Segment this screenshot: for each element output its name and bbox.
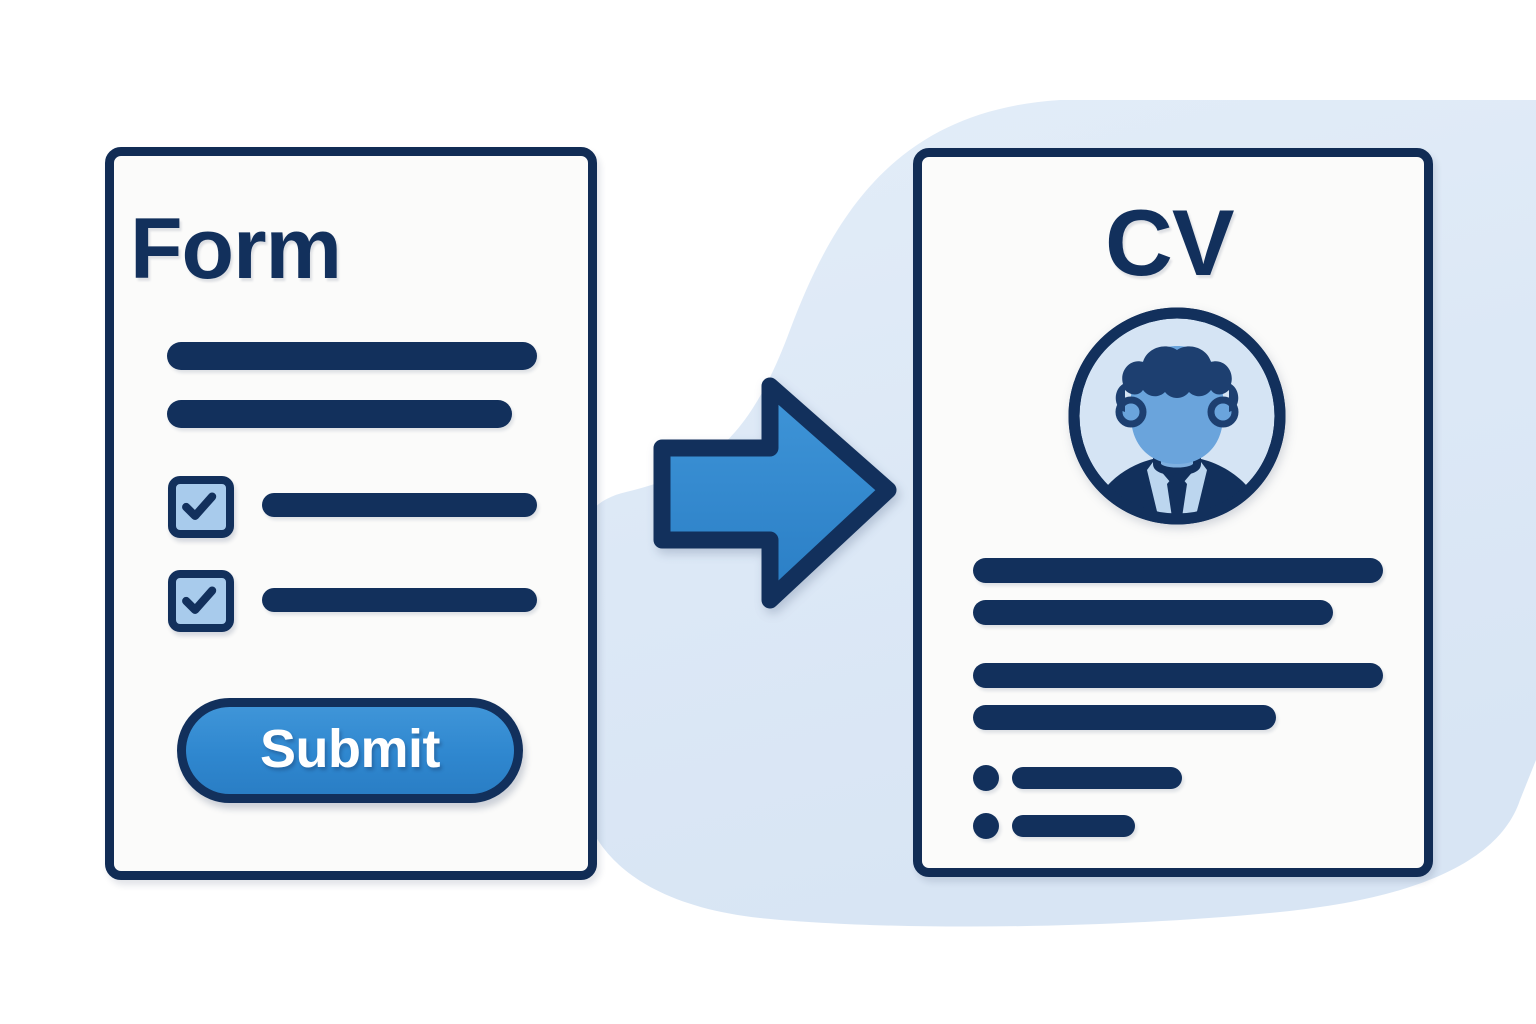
- avatar-hair: [1115, 346, 1239, 412]
- avatar-ring: [1068, 307, 1286, 525]
- checkbox-2[interactable]: [168, 570, 234, 632]
- cv-line-4: [973, 705, 1276, 730]
- cv-card: [913, 148, 1433, 877]
- cv-line-2: [973, 600, 1333, 625]
- cv-bullet-line-1: [1012, 767, 1182, 789]
- cv-bullet-dot-1: [973, 765, 999, 791]
- form-card-title: Form: [130, 201, 342, 297]
- cv-line-3: [973, 663, 1383, 688]
- check-icon: [182, 492, 217, 520]
- checkbox-2-label-line: [262, 588, 537, 612]
- check-icon: [182, 586, 217, 614]
- cv-card-title: CV: [1105, 190, 1235, 295]
- form-field-line-1[interactable]: [167, 342, 537, 370]
- cv-line-1: [973, 558, 1383, 583]
- checkbox-1[interactable]: [168, 476, 234, 538]
- right-arrow-icon: [653, 377, 897, 609]
- submit-button-label: Submit: [260, 718, 441, 779]
- checkbox-1-label-line: [262, 493, 537, 517]
- avatar-tie: [1167, 472, 1187, 519]
- cv-bullet-line-2: [1012, 815, 1135, 837]
- cv-bullet-dot-2: [973, 813, 999, 839]
- form-field-line-2[interactable]: [167, 400, 512, 428]
- person-avatar-icon: [1068, 307, 1286, 525]
- submit-button[interactable]: Submit: [177, 698, 523, 803]
